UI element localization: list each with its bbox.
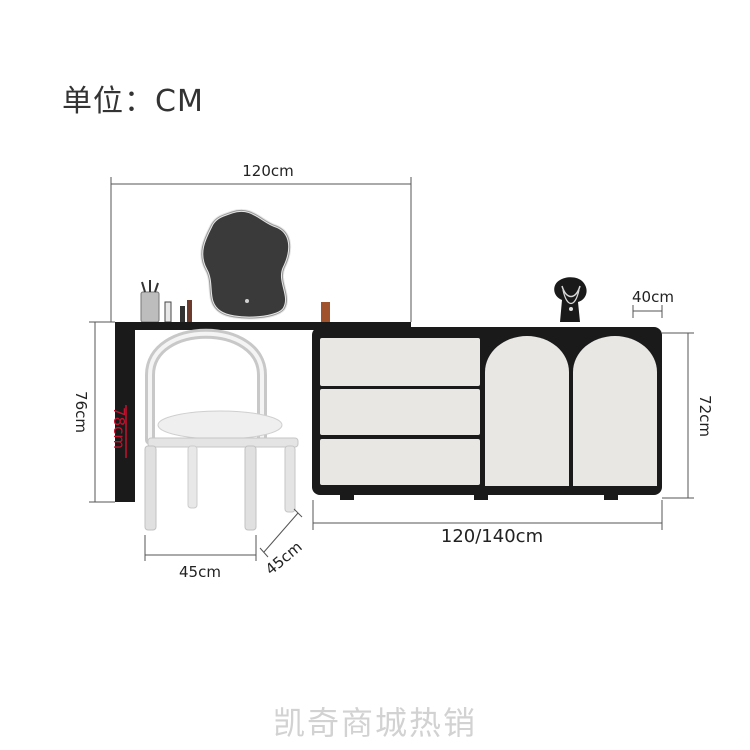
led-mirror: [200, 208, 292, 320]
chair-width-label: 45cm: [179, 563, 221, 581]
drawer-top: [320, 338, 480, 386]
chair-height-label: 78cm: [110, 407, 128, 449]
cabinet-height-label: 72cm: [696, 395, 714, 437]
cabinet-width-label: 120/140cm: [441, 526, 543, 547]
chair-width-dimension: [144, 535, 257, 561]
store-watermark: 凯奇商城热销: [272, 704, 477, 742]
acrylic-chair: [144, 328, 299, 531]
storage-cabinet: [312, 327, 662, 500]
vanity-width-label: 120cm: [242, 162, 294, 180]
cabinet-door-right: [573, 336, 657, 486]
drawer-bottom: [320, 439, 480, 485]
desk-height-label: 76cm: [72, 391, 90, 433]
unit-label: 单位：CM: [62, 84, 204, 119]
cabinet-height-dimension: [662, 332, 694, 499]
cabinet-door-left: [485, 336, 569, 486]
cabinet-depth-dimension: [632, 305, 663, 318]
drawer-middle: [320, 389, 480, 435]
jewelry-bust: [554, 277, 587, 322]
chair-depth-label: 45cm: [262, 538, 306, 579]
chair-depth-dimension: [259, 508, 303, 558]
desk-height-dimension: [89, 321, 115, 503]
dressing-table: [115, 322, 411, 502]
cabinet-depth-label: 40cm: [632, 288, 674, 306]
vanity-width-dimension: [110, 177, 412, 322]
cabinet-width-dimension: [312, 500, 663, 530]
